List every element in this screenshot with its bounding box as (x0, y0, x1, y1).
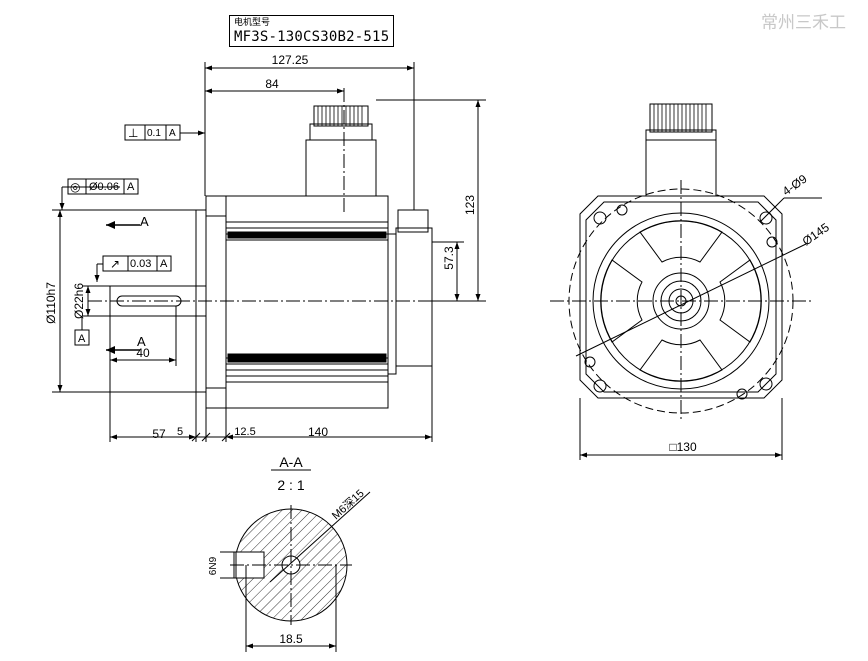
window-left (600, 259, 643, 343)
section-mark-top: A (140, 214, 149, 229)
model-title-box: 电机型号 MF3S-130CS30B2-515 (229, 15, 394, 47)
dim-key-length: 40 (136, 346, 150, 360)
front-view (550, 103, 822, 460)
dim-shaft-length: 57 (152, 427, 166, 441)
section-view (220, 469, 371, 652)
encoder-housing (395, 227, 433, 367)
perp-datum: A (169, 128, 176, 139)
dim-shaft-dia: Ø22h6 (72, 283, 86, 319)
bolt-hole-tr (759, 211, 773, 225)
dim-flange-step: 5 (177, 426, 183, 438)
section-thread: M6深15 (329, 487, 366, 522)
perp-symbol: ⊥ (128, 126, 138, 140)
bolt-hole-bl (593, 379, 607, 393)
side-view (52, 62, 486, 442)
bolt-hole-br (759, 377, 773, 391)
window-bottom (639, 339, 723, 382)
flange (205, 195, 227, 409)
datum-box (74, 329, 90, 346)
dim-connector-pos: 84 (265, 77, 279, 91)
window-top (639, 220, 723, 263)
dim-total-height: 123 (463, 195, 477, 215)
perp-value: 0.1 (147, 128, 161, 139)
dim-body-length: 140 (308, 425, 328, 439)
conc-value: Ø0.06 (89, 181, 119, 193)
dim-bolt-holes: 4-Ø9 (780, 172, 810, 199)
dim-square: □130 (669, 440, 697, 454)
section-title: A-A (279, 454, 303, 470)
dim-pcd: Ø145 (800, 220, 832, 248)
model-name: MF3S-130CS30B2-515 (234, 29, 390, 45)
concentricity-frame (67, 178, 139, 195)
window-right (719, 259, 762, 343)
section-key-depth: 18.5 (279, 632, 303, 646)
runout-value: 0.03 (130, 258, 151, 270)
conc-symbol: ◎ (70, 180, 80, 194)
datum-label: A (78, 333, 86, 345)
square-flange (579, 195, 783, 399)
runout-symbol: ↗ (110, 257, 120, 271)
section-scale: 2 : 1 (277, 477, 304, 493)
model-caption: 电机型号 (234, 17, 271, 27)
runout-datum: A (160, 258, 168, 270)
front-connector-thread (649, 103, 713, 133)
dim-overall-length: 127.25 (272, 53, 309, 67)
dim-connector-offset: 57.3 (442, 246, 456, 270)
perpendicularity-frame (124, 124, 181, 141)
section-key-width: 6N9 (208, 556, 219, 575)
dim-flange-dia: Ø110h7 (44, 282, 58, 324)
conc-datum: A (127, 181, 135, 193)
connector-body (305, 139, 377, 197)
section-mark-bottom: A (137, 334, 146, 349)
watermark: 常州三禾工 (761, 13, 846, 33)
runout-frame (102, 255, 172, 272)
dim-flange-thick: 12.5 (234, 426, 255, 438)
bolt-hole-tl (593, 211, 607, 225)
connector-thread (313, 105, 369, 127)
